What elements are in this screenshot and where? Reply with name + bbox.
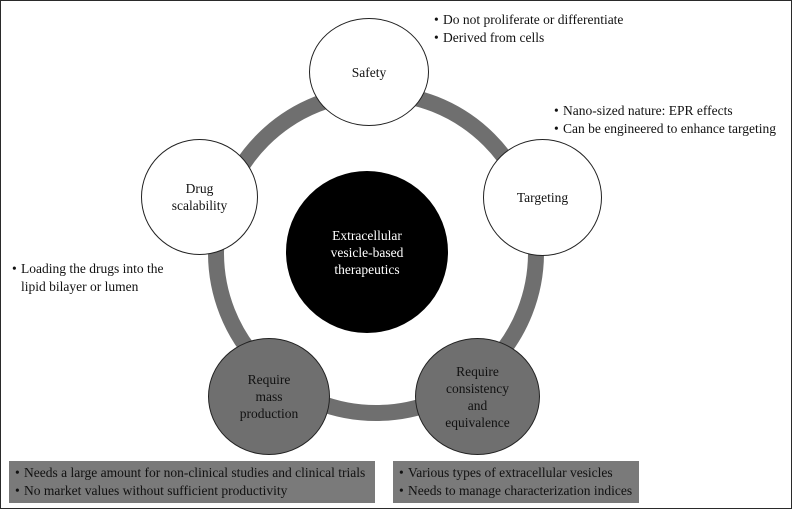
drug-scalability-label: Drug scalability [171,181,228,213]
mass-production-label: Require mass production [239,372,299,421]
drug-scalability-notes: Loading the drugs into the lipid bilayer… [12,260,187,296]
mass-production-note-item: Needs a large amount for non-clinical st… [15,464,367,482]
targeting-note-item: Nano-sized nature: EPR effects [554,102,776,120]
targeting-note-item: Can be engineered to enhance targeting [554,120,776,138]
safety-node: Safety [309,18,429,126]
targeting-node: Targeting [483,139,602,256]
drug-scalability-note-item: Loading the drugs into the lipid bilayer… [12,260,187,296]
consistency-label: Require consistency and equivalence [445,363,510,430]
mass-production-notes: Needs a large amount for non-clinical st… [9,461,375,503]
safety-note-item: Do not proliferate or differentiate [434,11,623,29]
consistency-note-item: Various types of extracellular vesicles [399,464,631,482]
consistency-note-item: Needs to manage characterization indices [399,482,632,500]
mass-production-node: Require mass production [208,338,330,455]
targeting-notes: Nano-sized nature: EPR effects Can be en… [554,102,776,138]
center-label: Extracellular vesicle-based therapeutics [330,227,404,277]
targeting-label: Targeting [516,190,569,205]
center-node: Extracellular vesicle-based therapeutics [286,171,448,333]
safety-label: Safety [351,64,387,80]
safety-notes: Do not proliferate or differentiate Deri… [434,11,623,47]
mass-production-note-item: No market values without sufficient prod… [15,482,367,500]
consistency-notes: Various types of extracellular vesicles … [393,461,639,503]
drug-scalability-node: Drug scalability [141,139,258,255]
safety-note-item: Derived from cells [434,29,623,47]
consistency-node: Require consistency and equivalence [415,338,540,455]
